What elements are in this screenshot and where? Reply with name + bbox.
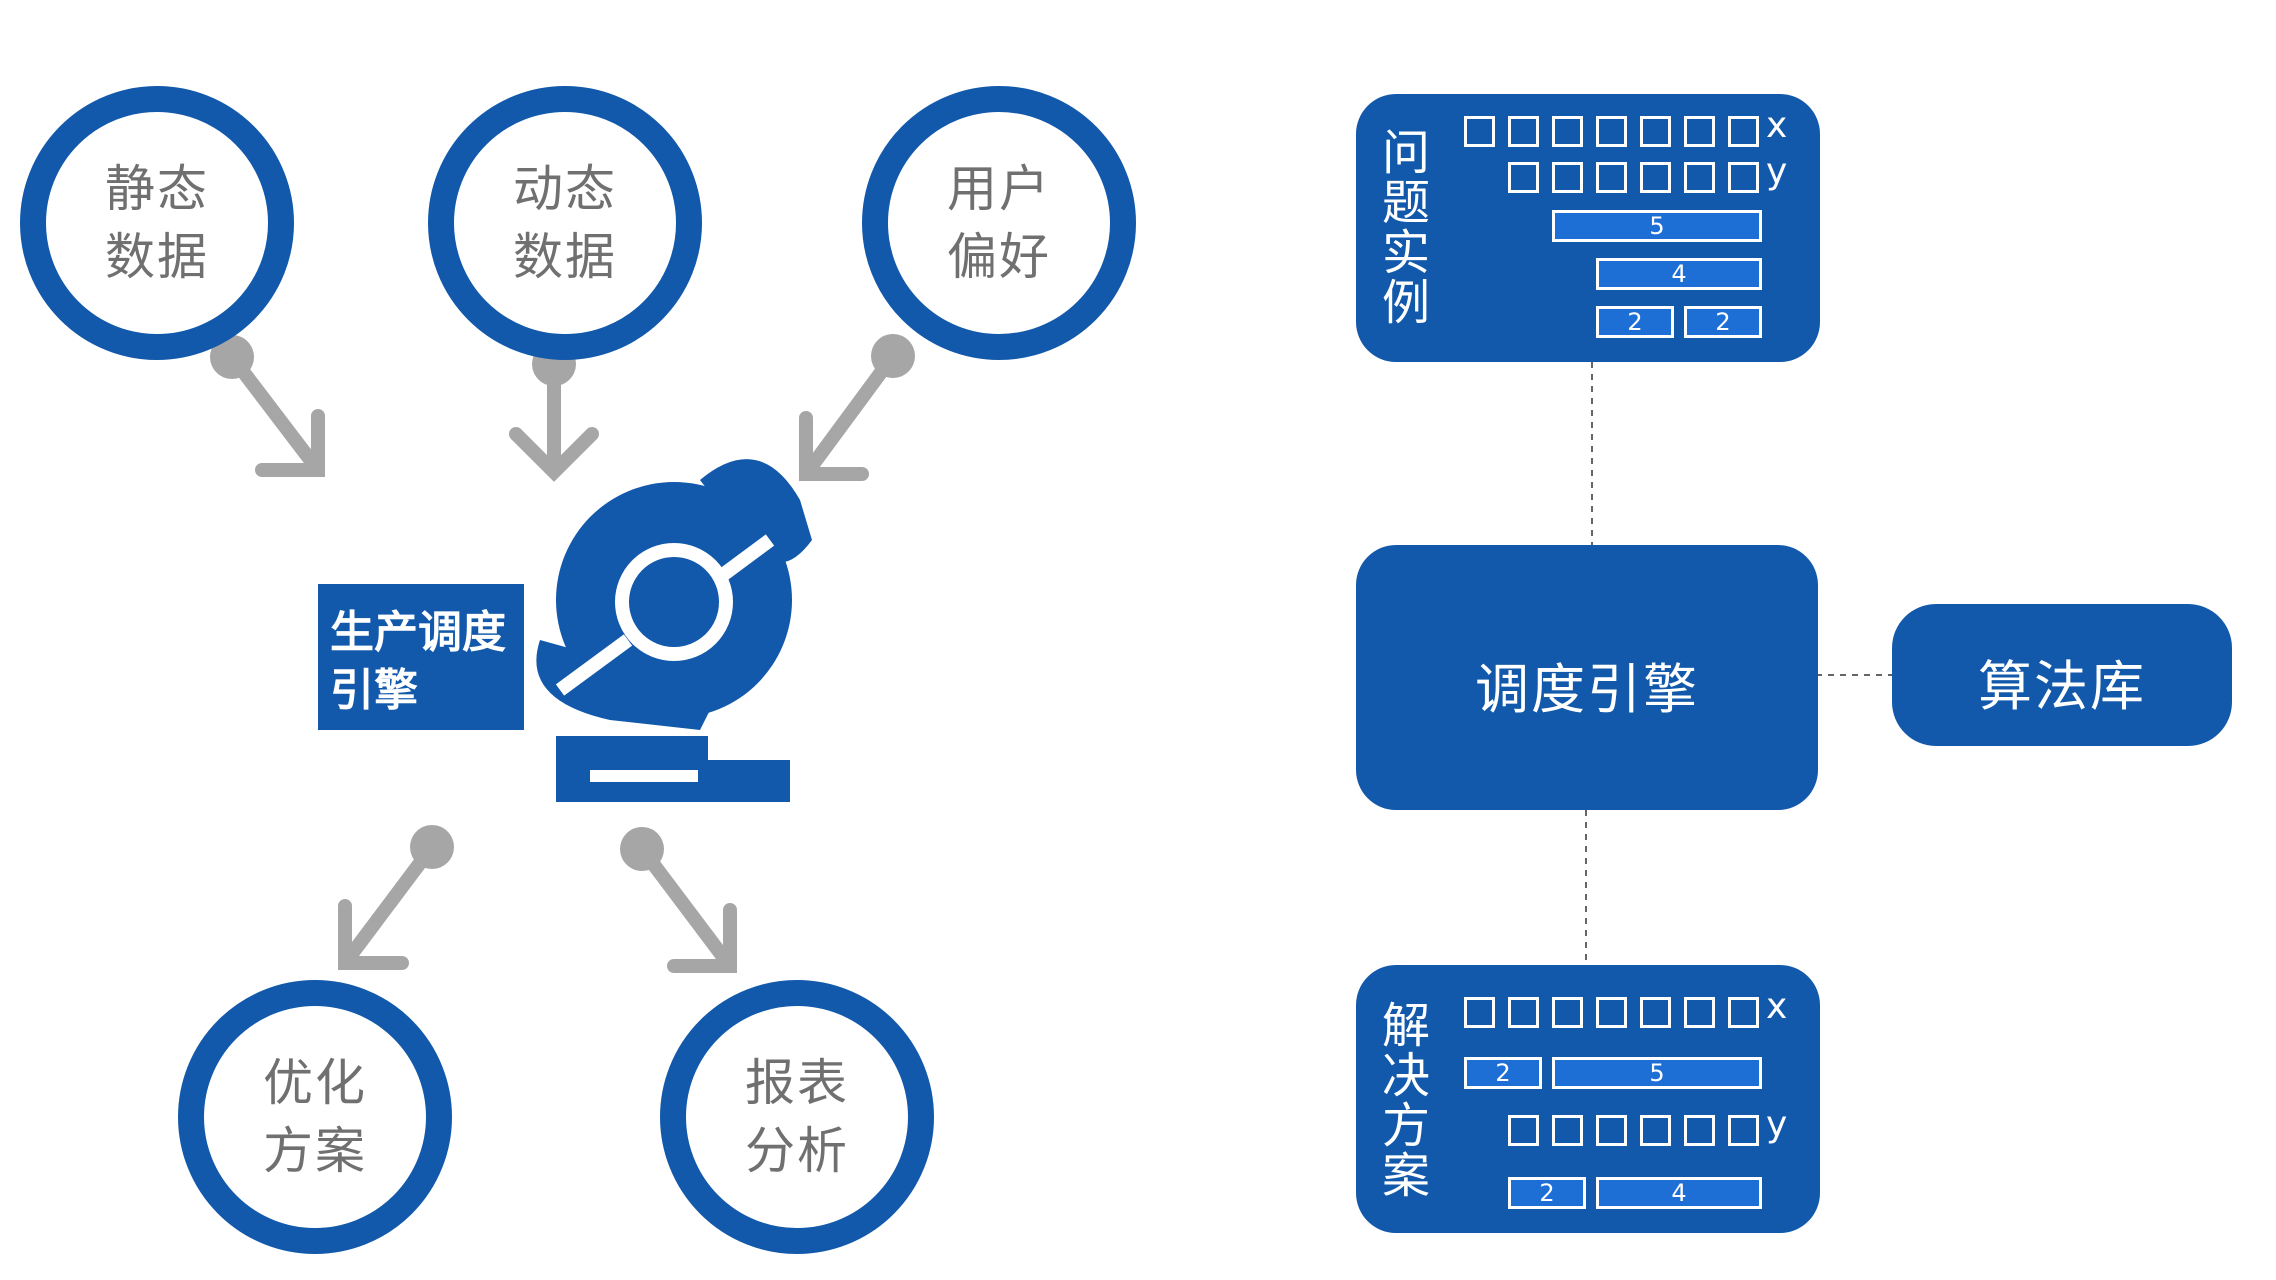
solution-title-char-2: 决 <box>1381 1048 1430 1104</box>
x-cell <box>1596 116 1627 147</box>
problem-instance-box: 问 题 实 例 x y 5 4 2 2 <box>1356 94 1820 362</box>
y-cell <box>1640 1115 1671 1146</box>
problem-title-char-2: 题 <box>1381 175 1430 231</box>
y-label: y <box>1766 1104 1788 1145</box>
solution-title-char-4: 案 <box>1381 1148 1430 1204</box>
x-cell <box>1552 116 1583 147</box>
solution-title-char-3: 方 <box>1381 1098 1430 1154</box>
engine-label-line2: 引擎 <box>330 665 418 716</box>
y-cell <box>1596 162 1627 193</box>
solution-title: 解 决 方 案 <box>1378 1001 1434 1201</box>
optimized-plan-line1: 优化 <box>263 1054 367 1112</box>
task-bar: 2 <box>1684 306 1762 338</box>
x-cell <box>1684 997 1715 1028</box>
x-cell <box>1464 116 1495 147</box>
task-bar: 5 <box>1552 210 1762 242</box>
static-data-line2: 数据 <box>105 228 209 286</box>
algorithm-library-label: 算法库 <box>1978 655 2146 718</box>
solution-box: 解 决 方 案 x 2 5 y 2 4 <box>1356 965 1820 1233</box>
circle-static-data: 静态 数据 <box>20 86 294 360</box>
x-cell <box>1640 997 1671 1028</box>
production-scheduling-engine-label: 生产调度 引擎 <box>318 584 524 730</box>
problem-instance-title: 问 题 实 例 <box>1378 128 1434 328</box>
task-bar: 2 <box>1596 306 1674 338</box>
x-cell <box>1684 116 1715 147</box>
engine-label-line1: 生产调度 <box>330 607 506 658</box>
y-cell <box>1684 1115 1715 1146</box>
arrow-engine-to-plan <box>338 825 454 970</box>
report-analysis-line2: 分析 <box>745 1122 849 1180</box>
scheduled-bar: 5 <box>1552 1057 1762 1089</box>
dynamic-data-line2: 数据 <box>513 228 617 286</box>
y-cell <box>1508 162 1539 193</box>
user-preference-line1: 用户 <box>947 160 1051 218</box>
machine-icon <box>536 459 812 802</box>
scheduled-bar: 2 <box>1508 1177 1586 1209</box>
report-analysis-line1: 报表 <box>745 1054 849 1112</box>
x-label: x <box>1766 105 1788 146</box>
scheduling-engine-label: 调度引擎 <box>1475 658 1699 721</box>
problem-title-char-3: 实 <box>1381 225 1430 281</box>
algorithm-library-box: 算法库 <box>1892 604 2232 746</box>
x-cell <box>1508 997 1539 1028</box>
dynamic-data-line1: 动态 <box>513 160 617 218</box>
y-cell <box>1684 162 1715 193</box>
task-bar: 4 <box>1596 258 1762 290</box>
y-cell <box>1552 162 1583 193</box>
circle-report-analysis: 报表 分析 <box>660 980 934 1254</box>
x-label: x <box>1766 986 1788 1027</box>
x-cell <box>1508 116 1539 147</box>
arrow-static-to-engine <box>210 335 325 477</box>
x-cell <box>1728 997 1759 1028</box>
problem-title-char-4: 例 <box>1381 275 1430 331</box>
problem-title-char-1: 问 <box>1381 125 1430 181</box>
scheduling-engine-box: 调度引擎 <box>1356 545 1818 810</box>
x-cell <box>1552 997 1583 1028</box>
y-cell <box>1596 1115 1627 1146</box>
scheduled-bar: 2 <box>1464 1057 1542 1089</box>
circle-optimized-plan: 优化 方案 <box>178 980 452 1254</box>
arrow-dynamic-to-engine <box>509 342 599 482</box>
solution-title-char-1: 解 <box>1381 998 1430 1054</box>
scheduled-bar: 4 <box>1596 1177 1762 1209</box>
y-cell <box>1728 1115 1759 1146</box>
y-cell <box>1640 162 1671 193</box>
user-preference-line2: 偏好 <box>947 228 1051 286</box>
x-cell <box>1464 997 1495 1028</box>
y-cell <box>1508 1115 1539 1146</box>
x-cell <box>1640 116 1671 147</box>
y-cell <box>1728 162 1759 193</box>
x-cell <box>1728 116 1759 147</box>
circle-dynamic-data: 动态 数据 <box>428 86 702 360</box>
y-label: y <box>1766 151 1788 192</box>
circle-user-preference: 用户 偏好 <box>862 86 1136 360</box>
y-cell <box>1552 1115 1583 1146</box>
static-data-line1: 静态 <box>105 160 209 218</box>
arrow-preference-to-engine <box>799 334 915 481</box>
arrow-engine-to-report <box>620 827 737 973</box>
optimized-plan-line2: 方案 <box>263 1122 367 1180</box>
x-cell <box>1596 997 1627 1028</box>
